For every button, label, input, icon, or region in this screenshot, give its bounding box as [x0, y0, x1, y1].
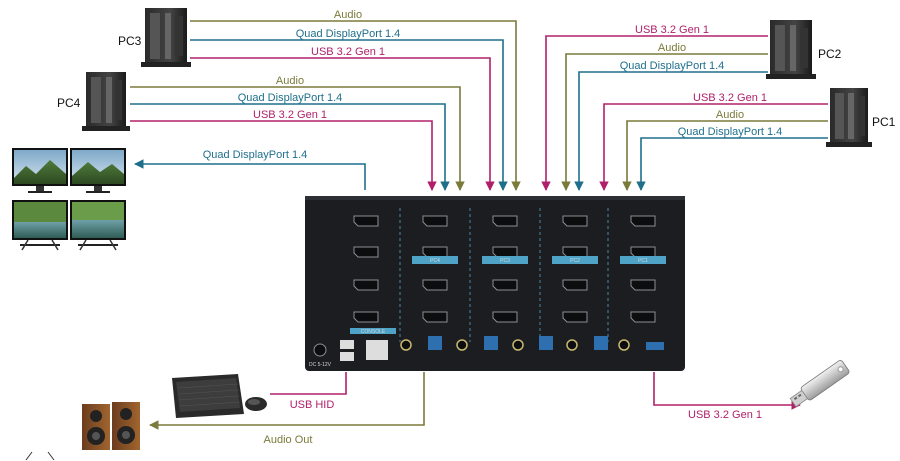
console-label: CONSOLE	[361, 329, 386, 335]
usb-b-port-icon	[484, 336, 498, 350]
displayport-port-icon	[492, 279, 518, 291]
audio-out-line	[149, 372, 425, 430]
monitors-dp-line	[134, 159, 366, 190]
displayport-port-icon	[630, 246, 656, 258]
displayport-port-icon	[422, 215, 448, 227]
usb-a-port-icon	[646, 342, 664, 350]
displayport-port-icon	[492, 215, 518, 227]
keyboard-icon	[172, 374, 244, 418]
displayport-port-icon	[630, 215, 656, 227]
displayport-port-icon	[562, 311, 588, 323]
pc1-usb-label: USB 3.2 Gen 1	[693, 92, 767, 104]
displayport-port-icon	[422, 246, 448, 258]
monitor-icon	[70, 148, 126, 193]
pc2-usb-label: USB 3.2 Gen 1	[635, 24, 709, 36]
pc3-label: PC3	[118, 34, 142, 48]
console-usb-port-icon	[340, 352, 354, 361]
usb-drive-line	[653, 372, 801, 410]
audio-out-label: Audio Out	[264, 434, 313, 446]
pc4-audio-label: Audio	[276, 75, 304, 87]
pc1-label: PC1	[872, 115, 896, 129]
pc4-label: PC4	[57, 96, 81, 110]
pc1-usb-line	[599, 103, 828, 191]
audio-jack-icon	[512, 339, 524, 351]
pc4-audio-line	[130, 86, 465, 191]
pc4-dp-line	[130, 103, 450, 191]
pc2-usb-line	[541, 35, 768, 191]
speaker-icon	[82, 402, 140, 450]
displayport-port-icon	[422, 279, 448, 291]
displayport-port-icon	[562, 279, 588, 291]
pc3-usb-line	[190, 57, 495, 191]
pc4-tower-icon	[82, 72, 130, 131]
hid-label: USB HID	[290, 399, 335, 411]
displayport-port-icon	[562, 215, 588, 227]
displayport-port-icon	[422, 311, 448, 323]
pc3-tower-icon	[141, 8, 191, 67]
port-label-pc2: PC2	[570, 258, 580, 264]
mouse-icon	[245, 397, 267, 411]
kvm-switch: PC4 PC3 PC2 PC1 DC 5-12V CONSOLE	[305, 196, 685, 371]
displayport-port-icon	[562, 246, 588, 258]
monitor-icon	[70, 200, 126, 251]
usb-drive-label: USB 3.2 Gen 1	[688, 409, 762, 421]
pc3-dp-line	[190, 39, 508, 191]
audio-jack-icon	[400, 339, 412, 351]
pc1-dp-label: Quad DisplayPort 1.4	[678, 126, 783, 138]
pc1-dp-line	[636, 137, 828, 191]
displayport-port-icon	[353, 311, 379, 323]
pc2-audio-label: Audio	[658, 42, 686, 54]
pc2-label: PC2	[818, 47, 842, 61]
port-label-pc4: PC4	[430, 258, 440, 264]
pc3-usb-label: USB 3.2 Gen 1	[311, 46, 385, 58]
pc2-dp-line	[574, 71, 768, 191]
quad-monitor-group	[12, 148, 126, 461]
displayport-port-icon	[492, 311, 518, 323]
usb-b-port-icon	[539, 336, 553, 350]
usb-b-port-icon	[594, 336, 608, 350]
monitor-icon	[12, 148, 68, 193]
monitors-dp-label: Quad DisplayPort 1.4	[203, 149, 308, 161]
pc2-audio-line	[561, 53, 768, 191]
usb-b-port-icon	[428, 336, 442, 350]
displayport-port-icon	[630, 279, 656, 291]
power-jack-icon	[313, 343, 327, 357]
monitor-icon	[12, 200, 68, 461]
audio-jack-icon	[618, 339, 630, 351]
port-label-pc1: PC1	[638, 258, 648, 264]
displayport-port-icon	[353, 279, 379, 291]
pc4-dp-label: Quad DisplayPort 1.4	[238, 92, 343, 104]
pc4-usb-label: USB 3.2 Gen 1	[253, 109, 327, 121]
pc4-usb-line	[130, 120, 437, 191]
port-label-plates: PC4 PC3 PC2 PC1	[412, 256, 666, 264]
console-usb-port-icon	[340, 340, 354, 349]
pc3-dp-label: Quad DisplayPort 1.4	[296, 28, 401, 40]
power-label: DC 5-12V	[309, 362, 332, 368]
displayport-port-icon	[630, 311, 656, 323]
pc1-audio-label: Audio	[716, 109, 744, 121]
pc1-audio-line	[622, 120, 828, 191]
hid-usb-line	[270, 372, 347, 395]
pc3-audio-line	[190, 20, 521, 191]
port-label-pc3: PC3	[500, 258, 510, 264]
displayport-port-icon	[492, 246, 518, 258]
audio-jack-icon	[456, 339, 468, 351]
pc2-dp-label: Quad DisplayPort 1.4	[620, 60, 725, 72]
displayport-port-icon	[353, 246, 379, 258]
pc2-tower-icon	[766, 20, 816, 79]
pc3-audio-label: Audio	[334, 9, 362, 21]
console-usb-port-icon	[366, 340, 388, 360]
displayport-port-icon	[353, 215, 379, 227]
usb-drive-icon	[789, 360, 850, 408]
audio-jack-icon	[566, 339, 578, 351]
pc1-tower-icon	[826, 88, 872, 147]
